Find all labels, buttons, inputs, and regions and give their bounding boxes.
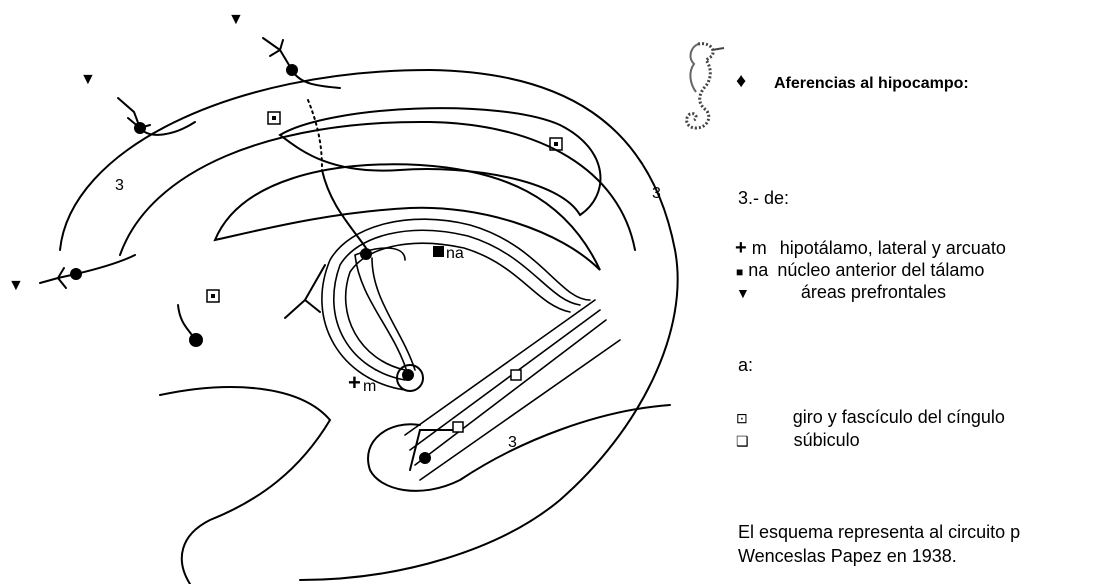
terminal-dot-left (70, 268, 82, 280)
seahorse-icon (668, 38, 728, 134)
text-hypothalamus: hipotálamo, lateral y arcuato (780, 238, 1006, 258)
note-line-2: Wenceslas Papez en 1938. (738, 546, 957, 567)
terminal-dot-top (286, 64, 298, 76)
cingulate-marker-3 (207, 290, 219, 302)
mammillothalamic-tract (355, 248, 415, 375)
code-na: na (748, 260, 768, 280)
fiber-prefrontal-upper-left (118, 98, 195, 135)
filled-square-symbol: ■ (736, 265, 743, 279)
hippocampus-line-1 (405, 300, 606, 465)
legend-title: Aferencias al hipocampo: (774, 75, 969, 93)
legend-to-header: a: (738, 355, 753, 376)
label-3-upper-left: 3 (115, 177, 124, 194)
prefrontal-triangle-upper-left: ▼ (80, 71, 96, 88)
prefrontal-triangle-left: ▼ (8, 277, 24, 294)
callosum-contour (215, 164, 600, 270)
plus-symbol: + (735, 237, 747, 259)
temporal-lobe-outer (300, 250, 678, 580)
triangle-symbol: ▼ (736, 285, 750, 301)
legend-from-item-m: + m hipotálamo, lateral y arcuato (735, 237, 1006, 260)
temporal-lobe-inner (160, 387, 330, 584)
note-line-1: El esquema representa al circuito p (738, 522, 1020, 543)
subiculum-marker-2 (453, 422, 463, 432)
fiber-prefrontal-left (40, 255, 135, 283)
legend-from-header: 3.- de: (738, 188, 789, 209)
text-subiculum: súbiculo (794, 430, 860, 450)
legend-to-item-cingulate: ⊡ giro y fascículo del cíngulo (736, 407, 1005, 428)
label-na: na (446, 245, 464, 262)
subiculum-marker-1 (511, 370, 521, 380)
text-thalamus: núcleo anterior del tálamo (777, 260, 984, 280)
prefrontal-triangle-top: ▼ (228, 11, 244, 28)
dotted-square-symbol: ⊡ (736, 410, 748, 426)
terminal-dot-subiculum (419, 452, 431, 464)
cingulate-marker-1 (268, 112, 280, 124)
terminal-dot-mammillary (402, 369, 414, 381)
cingulate-inner-contour (120, 122, 635, 255)
cingulate-outer-contour (60, 70, 675, 250)
code-m: m (752, 238, 767, 258)
text-prefrontal: áreas prefrontales (801, 282, 946, 302)
cingulate-gyrus-contour (280, 108, 600, 215)
fiber-thalamus-descending (322, 170, 366, 248)
terminal-dot-cingulate (189, 333, 203, 347)
legend-from-item-prefrontal: ▼ áreas prefrontales (736, 282, 946, 303)
fiber-branch-y (285, 265, 325, 318)
papez-circuit-diagram: ▼ ▼ ▼ 3 3 3 na + m (0, 0, 680, 584)
label-3-lower: 3 (508, 434, 517, 451)
label-3-upper-right: 3 (652, 185, 661, 202)
hippocampus-line-2 (420, 340, 620, 480)
legend-to-item-subiculum: ❑ súbiculo (736, 430, 860, 451)
legend-from-item-na: ■ na núcleo anterior del tálamo (736, 260, 984, 281)
open-square-symbol: ❑ (736, 433, 749, 449)
terminal-dot-upper-left (134, 122, 146, 134)
fiber-prefrontal-top (263, 38, 340, 88)
label-m-plus: + (348, 370, 361, 395)
legend-diamond: ♦ (736, 70, 746, 93)
thalamus-na-marker (433, 246, 444, 257)
text-cingulate: giro y fascículo del cíngulo (793, 407, 1005, 427)
label-m: m (363, 378, 376, 395)
terminal-dot-thalamus (360, 248, 372, 260)
